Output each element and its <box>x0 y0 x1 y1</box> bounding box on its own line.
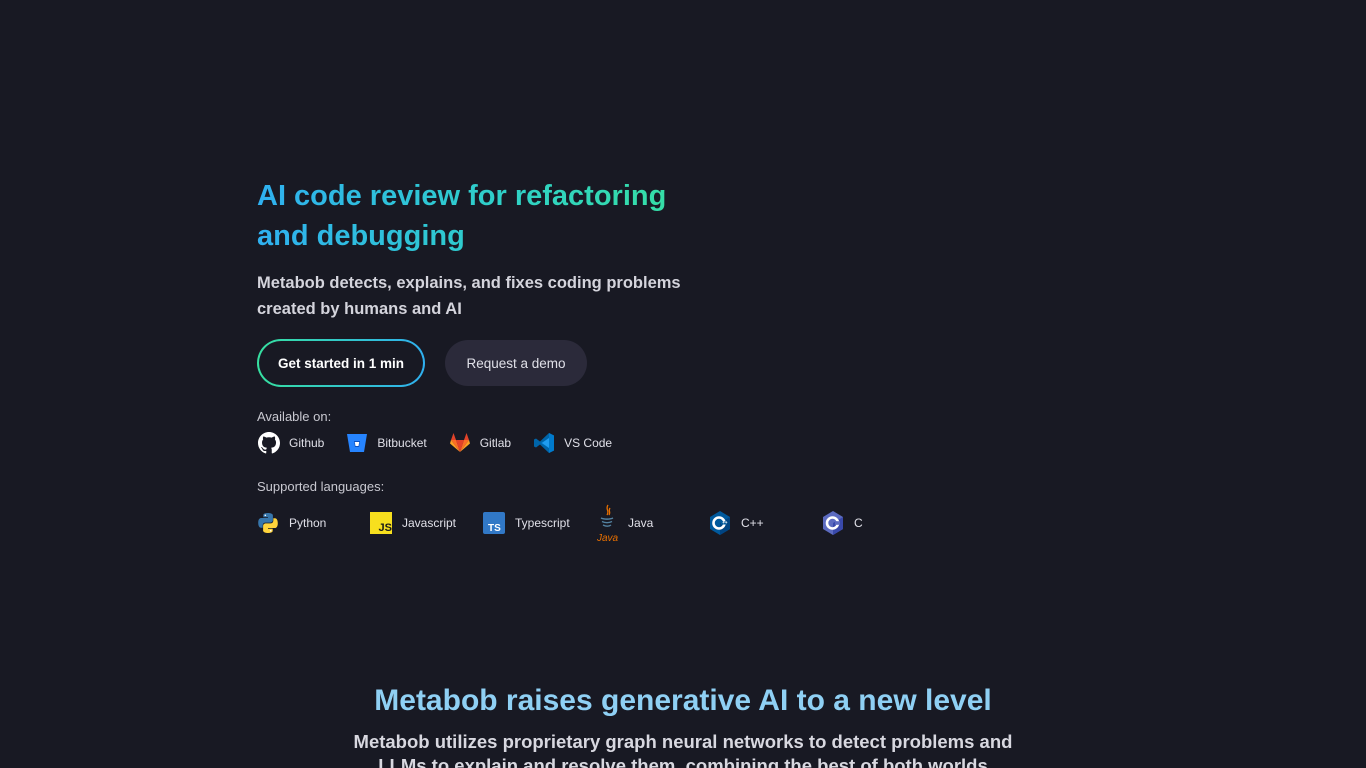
cta-row: Get started in 1 min Request a demo <box>257 339 977 387</box>
language-label: C <box>854 516 863 530</box>
available-on-section: Available on: Github <box>257 409 977 455</box>
section-subtitle: Metabob utilizes proprietary graph neura… <box>353 731 1013 768</box>
platform-label: Gitlab <box>479 436 512 450</box>
language-label: Javascript <box>402 516 457 530</box>
platform-label: VS Code <box>564 436 613 450</box>
language-list: Python JS Javascript T <box>257 503 977 543</box>
hero-title: AI code review for refactoring and debug… <box>257 176 697 256</box>
hero-section: AI code review for refactoring and debug… <box>257 176 977 543</box>
vscode-icon <box>532 431 556 455</box>
cplusplus-icon: ++ <box>709 503 731 543</box>
platform-bitbucket[interactable]: Bitbucket <box>345 431 427 455</box>
svg-text:Java: Java <box>596 533 618 543</box>
get-started-button[interactable]: Get started in 1 min <box>257 339 425 387</box>
bitbucket-icon <box>345 431 369 455</box>
c-icon <box>822 503 844 543</box>
svg-text:JS: JS <box>379 522 392 534</box>
language-python: Python <box>257 503 370 543</box>
supported-languages-label: Supported languages: <box>257 479 385 494</box>
typescript-icon: TS <box>483 503 505 543</box>
svg-text:++: ++ <box>722 520 728 525</box>
language-java: Java Java <box>596 503 709 543</box>
language-javascript: JS Javascript <box>370 503 483 543</box>
language-cplusplus: ++ C++ <box>709 503 822 543</box>
language-typescript: TS Typescript <box>483 503 596 543</box>
language-label: Python <box>289 516 327 530</box>
request-demo-button[interactable]: Request a demo <box>445 340 587 386</box>
platform-github[interactable]: Github <box>257 431 324 455</box>
python-icon <box>257 503 279 543</box>
language-c: C <box>822 503 935 543</box>
generative-ai-section: Metabob raises generative AI to a new le… <box>0 680 1366 768</box>
language-label: C++ <box>741 516 764 530</box>
platform-label: Bitbucket <box>377 436 427 450</box>
platform-vscode[interactable]: VS Code <box>532 431 612 455</box>
platform-gitlab[interactable]: Gitlab <box>448 431 511 455</box>
supported-languages-section: Supported languages: Python <box>257 479 977 543</box>
language-label: Typescript <box>515 516 570 530</box>
hero-subtitle: Metabob detects, explains, and fixes cod… <box>257 274 681 318</box>
github-icon <box>257 431 281 455</box>
javascript-icon: JS <box>370 503 392 543</box>
svg-text:TS: TS <box>488 523 501 534</box>
language-label: Java <box>628 516 654 530</box>
java-icon: Java <box>596 503 618 543</box>
platform-list: Github Bitbucket <box>257 431 977 455</box>
platform-label: Github <box>289 436 325 450</box>
section-title: Metabob raises generative AI to a new le… <box>374 684 992 717</box>
gitlab-icon <box>448 431 472 455</box>
available-on-label: Available on: <box>257 409 332 424</box>
